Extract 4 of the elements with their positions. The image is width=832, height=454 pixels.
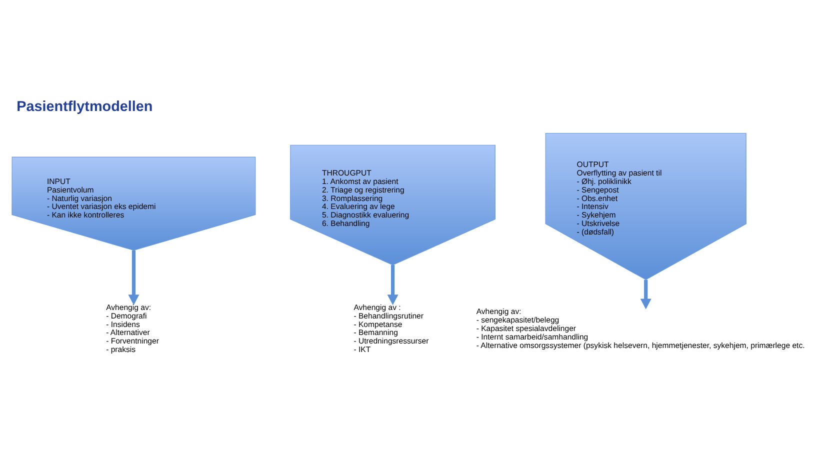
arrow: [640, 280, 652, 310]
arrow: [387, 264, 398, 306]
diagram-title: Pasientflytmodellen: [16, 98, 153, 115]
arrow: [128, 250, 140, 306]
